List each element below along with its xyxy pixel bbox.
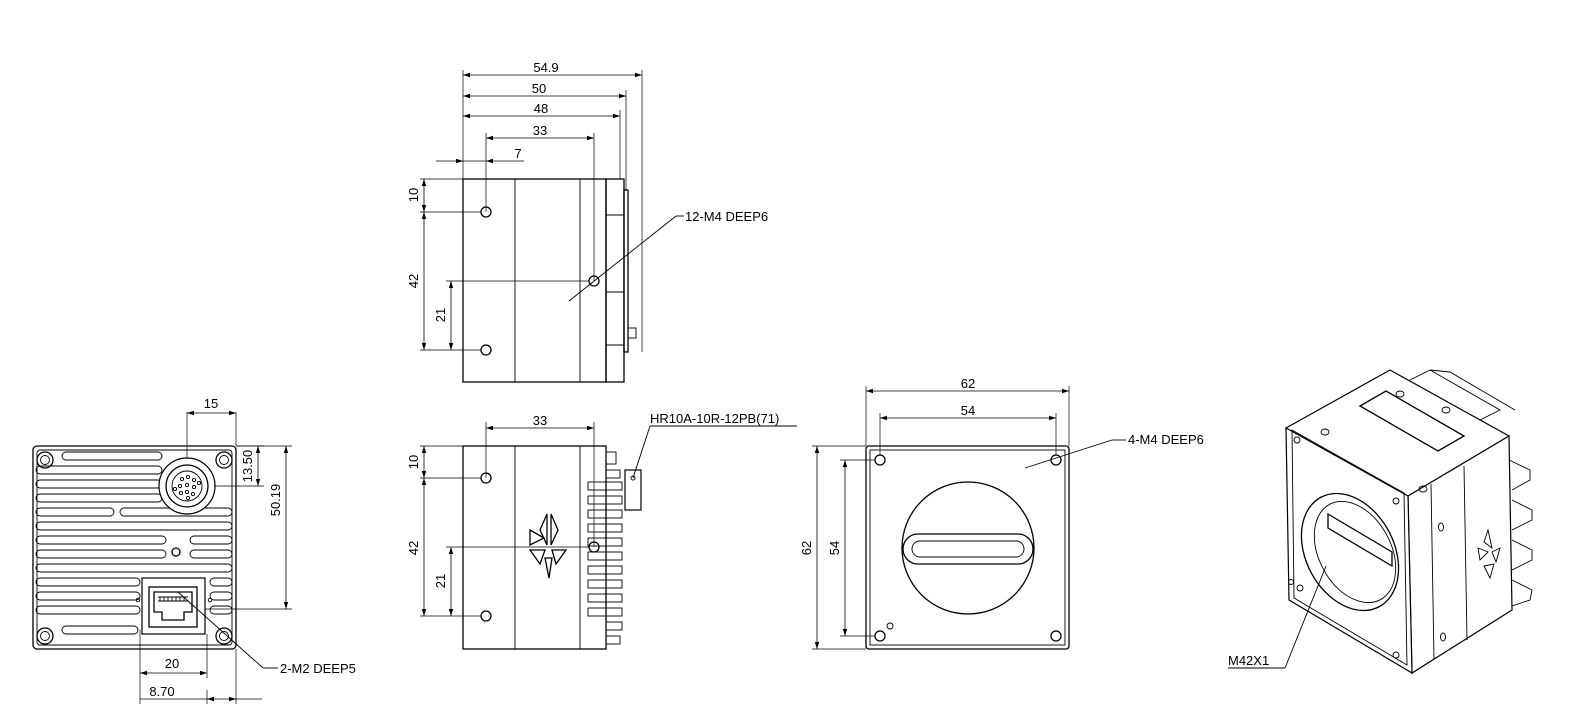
dim-side-hole-vertical: 42 — [406, 541, 421, 555]
side-fins — [587, 451, 642, 645]
dim-front-width-holes: 54 — [961, 403, 975, 418]
dim-ethernet-height: 50.19 — [268, 484, 283, 517]
dim-hole-vertical: 42 — [406, 274, 421, 288]
dim-hole-spacing: 33 — [533, 123, 547, 138]
iso-view: M42X1 — [1228, 369, 1533, 675]
callout-front-holes: 4-M4 DEEP6 — [1128, 432, 1204, 447]
dim-front-height-outer: 62 — [799, 541, 814, 555]
iso-brand-logo-icon — [1477, 528, 1501, 580]
dim-hole-offset: 7 — [514, 146, 521, 161]
dim-front-height-holes: 54 — [827, 541, 842, 555]
side-dimensions — [420, 422, 797, 617]
alignment-pin — [886, 622, 894, 630]
dim-side-top-offset: 10 — [406, 455, 421, 469]
dim-connector-offset: 15 — [204, 396, 218, 411]
top-dimensions — [420, 70, 684, 352]
rear-dimensions — [139, 410, 292, 704]
corner-screws — [36, 451, 233, 645]
brand-logo-icon — [528, 513, 568, 579]
led-indicator — [171, 547, 181, 557]
dim-front-width-outer: 62 — [961, 376, 975, 391]
iso-lens-mount — [1300, 492, 1400, 612]
iso-fins — [1409, 369, 1533, 607]
dim-length-48: 48 — [534, 101, 548, 116]
dim-ethernet-offset: 20 — [165, 656, 179, 671]
front-view: 62 54 62 54 4-M4 DEEP6 — [799, 376, 1204, 650]
rear-view: 15 13.50 50.19 20 8.70 2-M2 DEEP5 — [32, 396, 356, 704]
dim-connector-height: 13.50 — [240, 450, 255, 483]
dim-ethernet-left: 8.70 — [149, 684, 174, 699]
dim-top-offset: 10 — [406, 188, 421, 202]
callout-top-holes: 12-M4 DEEP6 — [685, 209, 768, 224]
dim-side-hole-spacing: 33 — [533, 413, 547, 428]
lens-mount — [901, 481, 1035, 615]
front-dimensions — [812, 386, 1126, 650]
heat-sink-fins — [35, 451, 233, 635]
dim-total-length: 54.9 — [533, 60, 558, 75]
dim-center-hole: 21 — [433, 308, 448, 322]
callout-mount: M42X1 — [1228, 653, 1269, 668]
power-io-connector — [158, 457, 216, 515]
dim-side-center-hole: 21 — [433, 574, 448, 588]
callout-connector: HR10A-10R-12PB(71) — [650, 411, 779, 426]
ethernet-port — [141, 577, 206, 635]
side-view: 33 10 42 21 HR10A-10R-12PB(71) — [406, 411, 797, 650]
top-view: 54.9 50 48 33 7 10 42 21 12-M4 DEEP6 — [406, 60, 768, 383]
callout-rear-holes: 2-M2 DEEP5 — [280, 661, 356, 676]
dim-length-50: 50 — [532, 81, 546, 96]
